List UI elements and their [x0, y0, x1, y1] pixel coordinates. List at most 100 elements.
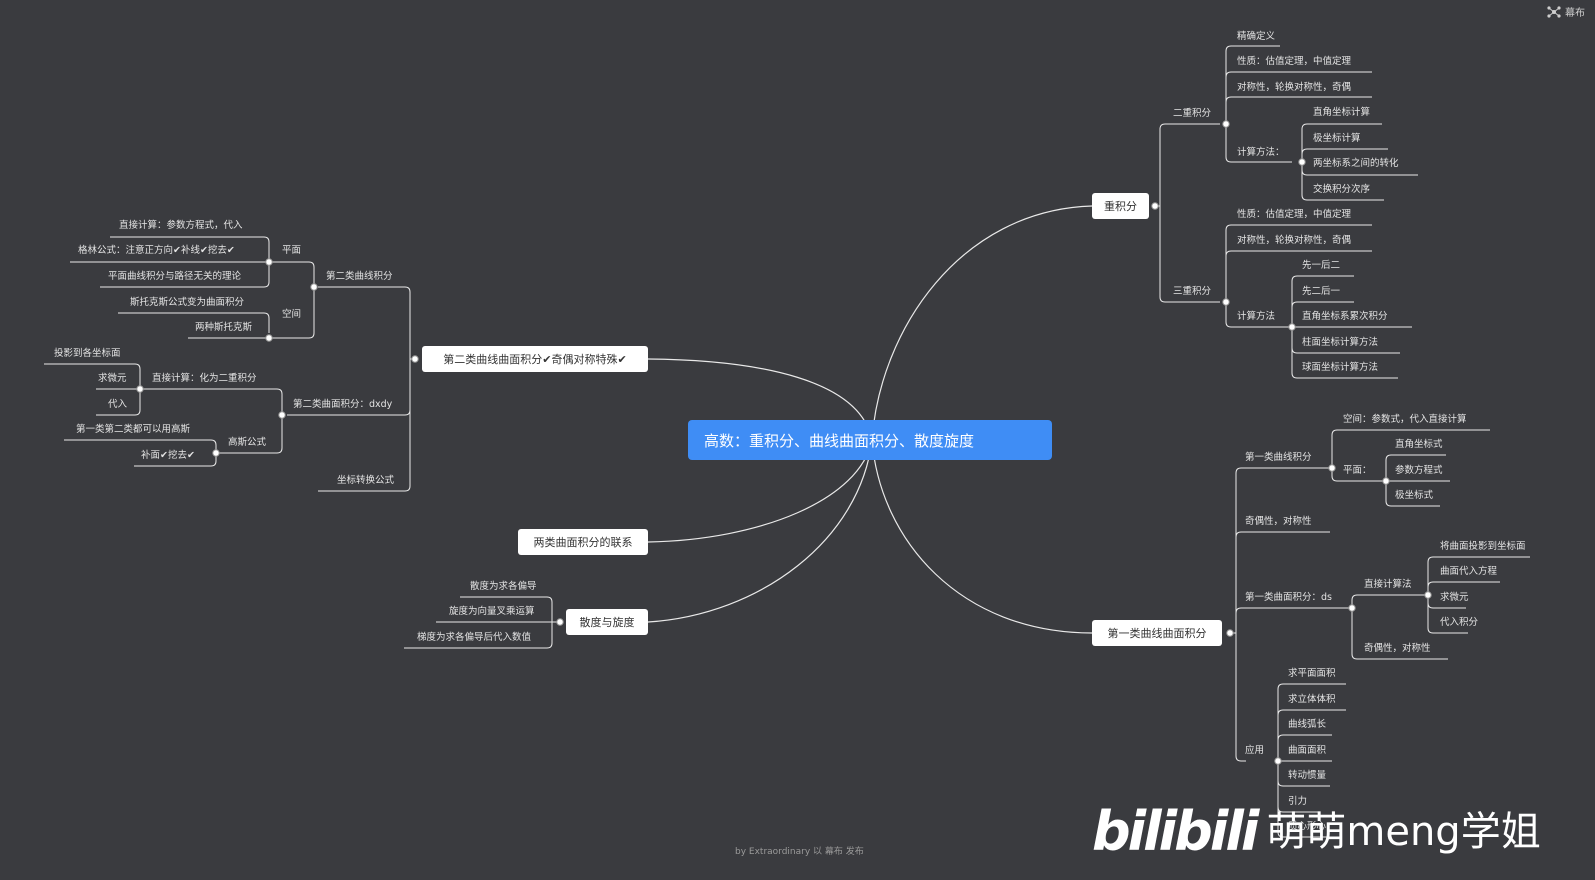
- collapse-toggle[interactable]: [1274, 757, 1282, 765]
- label-first-curve-space: 空间：参数式，代入直接计算: [1343, 414, 1467, 425]
- corner-brand[interactable]: 幕布: [1547, 4, 1585, 19]
- collapse-toggle[interactable]: [310, 283, 318, 291]
- label-double-integral: 二重积分: [1173, 108, 1212, 119]
- connector-2: [647, 358, 873, 441]
- label-double-method-1: 极坐标计算: [1313, 133, 1361, 144]
- label-surface-parity: 奇偶性，对称性: [1364, 643, 1431, 654]
- connector-0: [871, 205, 1093, 441]
- label-apps-2: 曲线弧长: [1288, 719, 1327, 730]
- label-second-direct-0: 投影到各坐标面: [54, 348, 121, 359]
- connector-100: [460, 596, 553, 603]
- label-triple-method-2: 直角坐标系累次积分: [1302, 311, 1388, 322]
- collapse-toggle[interactable]: [1382, 477, 1390, 485]
- label-double-method-2: 两坐标系之间的转化: [1313, 158, 1399, 169]
- collapse-toggle[interactable]: [1348, 604, 1356, 612]
- label-double-item-0: 精确定义: [1237, 31, 1276, 42]
- connector-4: [647, 439, 873, 623]
- collapse-toggle[interactable]: [1298, 158, 1306, 166]
- label-apps-1: 求立体体积: [1288, 694, 1336, 705]
- label-double-method: 计算方法：: [1237, 147, 1285, 158]
- label-first-surface: 第一类曲面积分：ds: [1245, 592, 1332, 603]
- mindmap-icon: [1547, 5, 1561, 18]
- label-second-plane-2: 平面曲线积分与路径无关的理论: [108, 271, 242, 282]
- connector-62: [1277, 734, 1332, 741]
- collapse-toggle[interactable]: [1328, 464, 1336, 472]
- label-surface-direct-2: 求微元: [1440, 592, 1469, 603]
- collapse-toggle[interactable]: [265, 334, 273, 342]
- collapse-toggle[interactable]: [136, 385, 144, 393]
- connector-64: [1277, 780, 1330, 787]
- label-double-method-0: 直角坐标计算: [1313, 107, 1371, 118]
- label-second-curve: 第二类曲线积分: [326, 271, 393, 282]
- collapse-toggle[interactable]: [278, 411, 286, 419]
- node-second-kind[interactable]: 第二类曲线曲面积分✔奇偶对称特殊✔: [422, 346, 648, 372]
- label-triple-item-0: 性质：估值定理，中值定理: [1237, 209, 1352, 220]
- label-second-gauss-0: 第一类第二类都可以用高斯: [76, 424, 191, 435]
- connector-56: [1427, 602, 1466, 609]
- label-divcurl-2: 梯度为求各偏导后代入数值: [417, 632, 532, 643]
- connector-1: [871, 439, 1093, 634]
- collapse-toggle[interactable]: [1151, 202, 1159, 210]
- connector-50: [1351, 594, 1425, 601]
- collapse-toggle[interactable]: [1226, 629, 1234, 637]
- label-second-direct-2: 代入: [108, 399, 128, 410]
- label-second-space-0: 斯托克斯公式变为曲面积分: [130, 297, 245, 308]
- connector-80: [100, 281, 270, 288]
- connector-91: [44, 363, 141, 370]
- collapse-toggle[interactable]: [1222, 120, 1230, 128]
- collapse-toggle[interactable]: [411, 355, 419, 363]
- label-triple-method-0: 先一后二: [1302, 260, 1341, 271]
- node-first-kind[interactable]: 第一类曲线曲面积分: [1092, 620, 1222, 646]
- collapse-toggle[interactable]: [1288, 323, 1296, 331]
- root-topic[interactable]: 高数：重积分、曲线曲面积分、散度旋度: [688, 420, 1052, 460]
- label-apps-3: 曲面面积: [1288, 745, 1327, 756]
- label-triple-method-4: 球面坐标计算方法: [1302, 362, 1379, 373]
- label-first-curve: 第一类曲线积分: [1245, 452, 1312, 463]
- connector-8: [1159, 296, 1220, 303]
- label-double-method-3: 交换积分次序: [1313, 184, 1371, 195]
- label-double-item-1: 性质：估值定理，中值定理: [1237, 56, 1352, 67]
- connector-17: [1301, 123, 1382, 130]
- label-triple-method-1: 先二后一: [1302, 286, 1341, 297]
- connector-57: [1427, 627, 1468, 634]
- collapse-toggle[interactable]: [212, 449, 220, 457]
- collapse-toggle[interactable]: [1222, 298, 1230, 306]
- label-second-space-1: 两种斯托克斯: [195, 322, 253, 333]
- connector-18: [1301, 148, 1388, 155]
- node-multiple-integral[interactable]: 重积分: [1092, 193, 1149, 219]
- connector-41: [1331, 429, 1490, 436]
- connector-60: [1277, 683, 1346, 690]
- label-second-gauss: 高斯公式: [228, 437, 267, 448]
- connector-35: [1235, 467, 1330, 474]
- connector-7: [1159, 123, 1220, 130]
- connector-70: [287, 409, 411, 416]
- label-second-direct: 直接计算：化为二重积分: [152, 373, 257, 384]
- node-relation[interactable]: 两类曲面积分的联系: [518, 529, 648, 555]
- collapse-toggle[interactable]: [1424, 591, 1432, 599]
- connector-66: [1277, 831, 1340, 838]
- connector-38: [1235, 755, 1246, 762]
- label-surface-direct-1: 曲面代入方程: [1440, 566, 1498, 577]
- connector-93: [96, 409, 141, 416]
- connector-12: [1225, 71, 1372, 78]
- connector-42: [1331, 475, 1384, 482]
- connector-20: [1301, 194, 1384, 201]
- connector-88: [216, 447, 283, 454]
- label-apps: 应用: [1245, 745, 1265, 756]
- collapse-toggle[interactable]: [265, 258, 273, 266]
- label-triple-method-3: 柱面坐标计算方法: [1302, 337, 1379, 348]
- corner-label: 幕布: [1565, 8, 1585, 19]
- label-apps-4: 转动惯量: [1288, 770, 1327, 781]
- node-divcurl[interactable]: 散度与旋度: [566, 609, 648, 635]
- connector-87: [142, 388, 283, 395]
- label-second-coord: 坐标转换公式: [337, 475, 395, 486]
- label-second-direct-1: 求微元: [98, 373, 127, 384]
- collapse-toggle[interactable]: [556, 618, 564, 626]
- connector-83: [118, 312, 270, 319]
- label-first-plane-1: 参数方程式: [1395, 465, 1443, 476]
- label-double-item-2: 对称性，轮换对称性，奇偶: [1237, 82, 1352, 93]
- label-divcurl-0: 散度为求各偏导: [470, 581, 537, 592]
- connector-74: [270, 261, 315, 268]
- label-second-plane-1: 格林公式：注意正方向✔补线✔挖去✔: [78, 245, 235, 256]
- label-second-plane-0: 直接计算：参数方程式，代入: [119, 220, 243, 231]
